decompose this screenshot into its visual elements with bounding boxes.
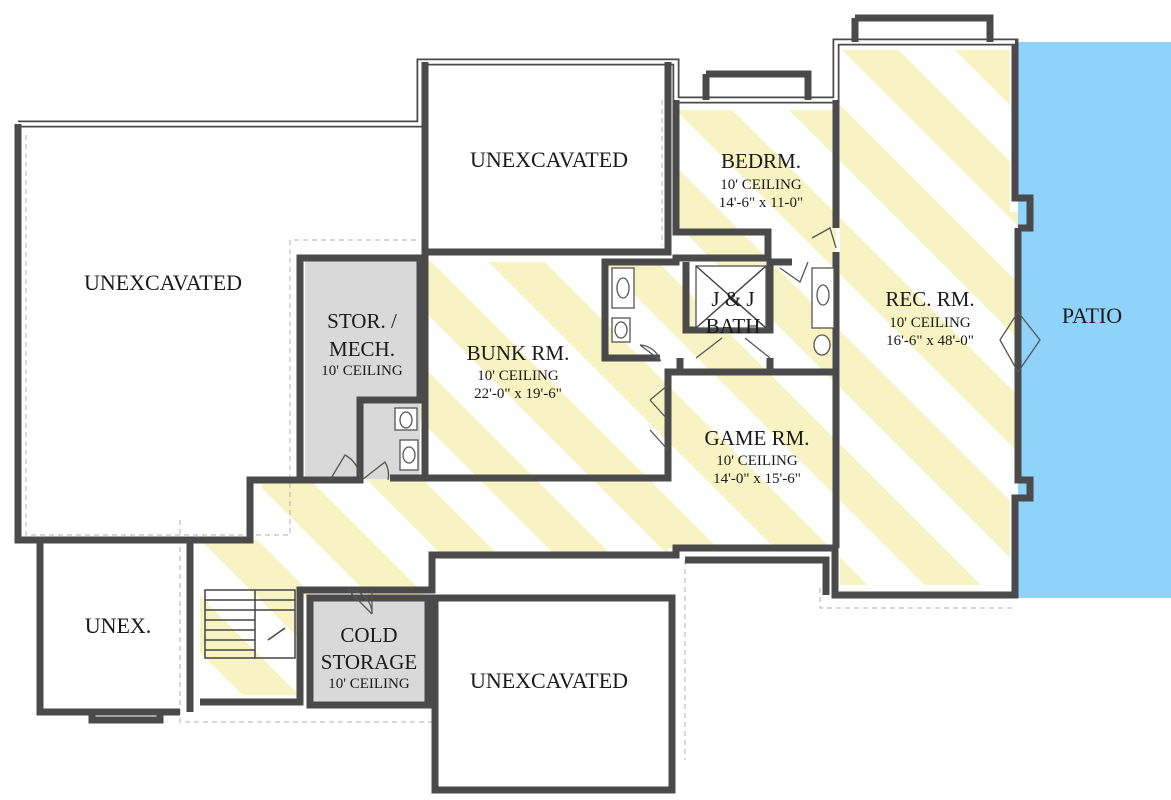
rec-room-ceiling: 10' CEILING — [889, 315, 971, 331]
bunk-room-size: 22'-0" x 19'-6" — [474, 386, 562, 402]
stair — [204, 589, 296, 659]
room-labels: UNEXCAVATED UNEXCAVATED UNEXCAVATED UNEX… — [84, 147, 1122, 693]
patio-area — [1018, 42, 1171, 598]
jj-bath-name-line2: BATH — [706, 314, 761, 338]
bunk-room-ceiling: 10' CEILING — [477, 368, 559, 384]
bath-fixtures — [394, 265, 835, 471]
bedroom-ceiling: 10' CEILING — [720, 177, 802, 193]
cold-storage-ceiling: 10' CEILING — [328, 676, 410, 692]
rec-room-name: REC. RM. — [885, 287, 974, 311]
game-room-size: 14'-0" x 15'-6" — [713, 471, 801, 487]
cold-storage-name-line2: STORAGE — [321, 650, 417, 674]
unexcavated-top-label: UNEXCAVATED — [470, 147, 628, 172]
stor-mech-ceiling: 10' CEILING — [321, 363, 403, 379]
game-room-ceiling: 10' CEILING — [716, 453, 798, 469]
cold-storage-name-line1: COLD — [340, 623, 397, 647]
unexcavated-bottom-label: UNEXCAVATED — [470, 668, 628, 693]
stor-mech-name-line2: MECH. — [329, 337, 395, 361]
unexcavated-left-label: UNEXCAVATED — [84, 270, 242, 295]
cold-storage-fill — [310, 598, 428, 702]
foundation-outline — [25, 100, 1015, 760]
rec-room-size: 16'-6" x 48'-0" — [886, 333, 974, 349]
jj-bath-name-line1: J & J — [711, 287, 754, 311]
walls — [14, 14, 1034, 794]
unex-label: UNEX. — [85, 613, 152, 638]
bedroom-size: 14'-6" x 11-0" — [719, 195, 803, 211]
bunk-room-name: BUNK RM. — [467, 341, 570, 365]
game-room-name: GAME RM. — [704, 426, 809, 450]
bedroom-name: BEDRM. — [721, 149, 801, 173]
doors — [329, 227, 1041, 615]
patio-label: PATIO — [1062, 303, 1122, 328]
stor-mech-name-line1: STOR. / — [327, 309, 397, 333]
